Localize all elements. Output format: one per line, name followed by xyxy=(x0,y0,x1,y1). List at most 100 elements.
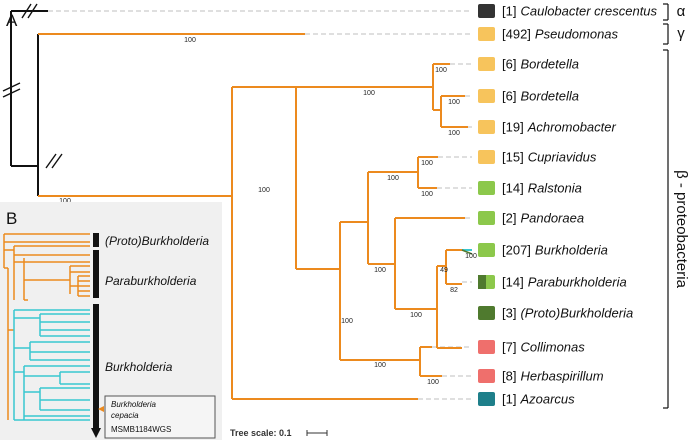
taxon-label: [19]Achromobacter xyxy=(502,120,617,135)
bootstrap-label: 100 xyxy=(421,160,433,167)
bootstrap-label: 100 xyxy=(387,175,399,182)
panel-b-letter: B xyxy=(6,209,17,228)
bootstrap-label: 100 xyxy=(427,379,439,386)
taxon-label: [2] Pandoraea xyxy=(502,211,584,226)
clade-bar-burkholderia xyxy=(93,304,99,428)
callout-line1: Burkholderia xyxy=(111,400,156,409)
bootstrap-label: 100 xyxy=(448,99,460,106)
clade-label-burkholderia: Burkholderia xyxy=(105,360,173,374)
alpha-label: α xyxy=(677,3,686,20)
clade-bar-paraburkholderia xyxy=(93,250,99,298)
taxon-color-square xyxy=(478,392,495,406)
taxon-name: Herbaspirillum xyxy=(520,369,603,384)
taxon-count: [19] xyxy=(502,120,524,135)
taxon-label: [492] Pseudomonas xyxy=(502,27,619,42)
taxon-name: Caulobacter crescentus xyxy=(520,4,657,19)
taxon-name: (Proto)Burkholderia xyxy=(520,306,633,321)
taxon-color-square xyxy=(478,150,495,164)
taxon-count: [8] xyxy=(502,369,516,384)
taxon-color-square xyxy=(478,306,495,320)
taxon-label: [1] Caulobacter crescentus xyxy=(502,4,658,19)
taxon-label: [1]Azoarcus xyxy=(502,392,575,407)
clade-bar-arrow xyxy=(91,428,101,438)
taxon-label: [207] Burkholderia xyxy=(502,243,608,258)
inset-orange-subtree xyxy=(3,233,90,420)
bootstrap-label: 100 xyxy=(421,191,433,198)
taxon-color-square xyxy=(478,57,495,71)
tree-scale-label: Tree scale: 0.1 xyxy=(230,428,292,438)
main-tree xyxy=(38,33,468,400)
taxon-color-square xyxy=(478,211,495,225)
taxon-name: Collimonas xyxy=(520,340,585,355)
callout-line3: MSMB1184WGS xyxy=(111,425,171,434)
taxon-color-square xyxy=(478,4,495,18)
clade-bar-proto xyxy=(93,233,99,247)
taxon-label: [14] Paraburkholderia xyxy=(502,275,627,290)
bootstrap-label: 100 xyxy=(465,253,477,260)
taxon-count: [14] xyxy=(502,181,524,196)
taxon-count: [1] xyxy=(502,392,516,407)
inset-cyan-subtree xyxy=(13,309,90,421)
taxon-color-square xyxy=(478,27,495,41)
bootstrap-label: 100 xyxy=(59,198,71,205)
taxon-name: Paraburkholderia xyxy=(528,275,627,290)
panel-b-inset: B xyxy=(0,202,222,440)
taxon-name: Pandoraea xyxy=(520,211,584,226)
taxon-name: Azoarcus xyxy=(519,392,575,407)
bootstrap-label: 100 xyxy=(448,130,460,137)
bootstrap-label: 100 xyxy=(184,37,196,44)
bootstrap-label: 100 xyxy=(374,267,386,274)
tree-scale-bar xyxy=(306,430,328,436)
taxon-count: [492] xyxy=(502,27,531,42)
taxon-label: [15] Cupriavidus xyxy=(502,150,597,165)
clade-label-paraburkholderia: Paraburkholderia xyxy=(105,274,197,288)
callout-line2: cepacia xyxy=(111,411,139,420)
taxon-count: [3] xyxy=(502,306,516,321)
bootstrap-label: 100 xyxy=(341,318,353,325)
taxon-count: [14] xyxy=(502,275,524,290)
taxon-label: [8] Herbaspirillum xyxy=(502,369,604,384)
outgroup-branches xyxy=(10,10,48,196)
group-brackets xyxy=(663,3,669,409)
taxon-count: [7] xyxy=(502,340,516,355)
taxon-count: [15] xyxy=(502,150,524,165)
taxon-label: [3] (Proto)Burkholderia xyxy=(502,306,633,321)
taxon-count: [1] xyxy=(502,4,516,19)
callout-box xyxy=(104,395,216,439)
callout-arrow xyxy=(98,406,104,412)
bootstrap-label: 100 xyxy=(363,90,375,97)
gamma-label: γ xyxy=(677,25,685,42)
taxon-count: [6] xyxy=(502,89,516,104)
taxon-name: Cupriavidus xyxy=(528,150,597,165)
taxon-name: Pseudomonas xyxy=(535,27,619,42)
bootstrap-label: 82 xyxy=(450,287,458,294)
taxon-count: [6] xyxy=(502,57,516,72)
clade-label-proto: (Proto)Burkholderia xyxy=(105,234,209,248)
taxon-color-square xyxy=(478,243,495,257)
taxon-color-square xyxy=(478,369,495,383)
burkholderia-green-tip xyxy=(461,249,473,255)
taxon-color-square-split xyxy=(478,275,486,289)
taxon-count: [207] xyxy=(502,243,531,258)
bootstrap-label: 100 xyxy=(410,312,422,319)
bootstrap-labels: 100 100 100 100 100 100 100 100 100 100 … xyxy=(59,37,477,386)
taxon-color-square xyxy=(478,89,495,103)
taxon-color-square xyxy=(478,120,495,134)
taxon-name: Bordetella xyxy=(520,89,579,104)
bootstrap-label: 100 xyxy=(435,67,447,74)
taxon-name: Bordetella xyxy=(520,57,579,72)
bootstrap-label: 49 xyxy=(440,267,448,274)
taxon-label: [6] Bordetella xyxy=(502,57,579,72)
taxon-label: [7] Collimonas xyxy=(502,340,585,355)
taxon-count: [2] xyxy=(502,211,516,226)
taxon-name: Burkholderia xyxy=(535,243,608,258)
taxon-color-square xyxy=(478,181,495,195)
branch-break-marks xyxy=(2,3,63,169)
bootstrap-label: 100 xyxy=(374,362,386,369)
taxa-labels: [1] Caulobacter crescentus [492] Pseudomona… xyxy=(478,4,658,407)
taxon-label: [14]Ralstonia xyxy=(502,181,582,196)
beta-proteobacteria-label: β - proteobacteria xyxy=(673,170,690,289)
taxon-name: Achromobacter xyxy=(527,120,617,135)
taxon-color-square xyxy=(478,340,495,354)
